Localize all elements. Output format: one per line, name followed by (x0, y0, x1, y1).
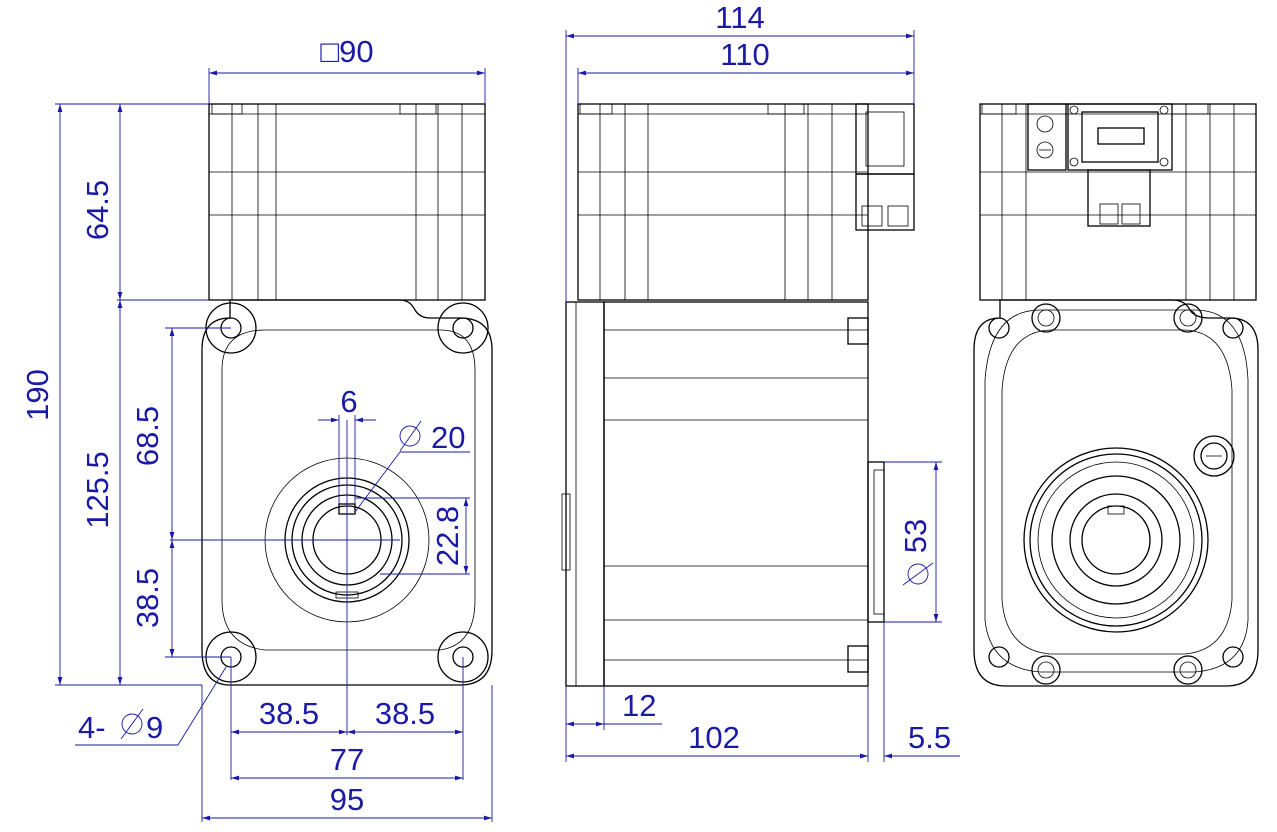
rear-mounting-holes (988, 303, 1244, 685)
dim-pilot-length: 5.5 (908, 720, 951, 755)
side-gear-housing (561, 301, 885, 687)
dim-key-depth: 22.8 (430, 506, 465, 566)
dim-square-flange: □90 (320, 34, 373, 69)
front-housing-outline (201, 299, 493, 686)
dim-gear-height: 125.5 (80, 451, 115, 529)
dim-upper-offset: 68.5 (130, 406, 165, 466)
side-connector (855, 103, 915, 231)
rear-encoder-box (979, 103, 1257, 301)
dim-hole-spacing: 77 (330, 742, 364, 777)
side-encoder-box (577, 103, 869, 301)
dim-overall-length: 114 (715, 0, 764, 35)
dim-total-height: 190 (20, 369, 55, 421)
rear-breather-plug (1193, 435, 1235, 477)
dim-mounting-holes: 4- (78, 710, 106, 745)
dim-mounting-hole-dia: 9 (146, 710, 163, 745)
dim-encoder-height: 64.5 (80, 180, 115, 240)
rear-housing-inner (984, 309, 1249, 673)
front-housing-inner (221, 329, 476, 651)
front-dimensions: □90 190 64.5 125.5 68.5 38.5 6 2 (20, 34, 493, 822)
dim-flange-thickness: 12 (622, 688, 656, 723)
dim-shaft-bore: 20 (431, 420, 465, 455)
dim-keyway-width: 6 (340, 384, 357, 419)
dim-right-half: 38.5 (375, 696, 435, 731)
rear-view (973, 103, 1259, 687)
side-dimensions: 114 110 53 12 102 5.5 (565, 0, 960, 762)
dim-pilot-dia: 53 (898, 519, 933, 553)
dia-symbol-53 (902, 562, 934, 586)
rear-housing-outline (973, 299, 1259, 687)
rear-connector (1027, 103, 1173, 227)
rear-output-bearing (1023, 447, 1209, 633)
dim-lower-offset: 38.5 (130, 568, 165, 628)
dim-body-length: 110 (720, 37, 769, 72)
front-encoder-box (208, 103, 486, 301)
side-view (561, 103, 915, 687)
dia-symbol-9 (120, 708, 144, 740)
dim-flange-width: 95 (330, 782, 364, 817)
dia-symbol-20 (399, 420, 422, 452)
dim-left-half: 38.5 (259, 696, 319, 731)
dim-housing-length: 102 (688, 720, 740, 755)
rear-housing-recess (1001, 329, 1233, 655)
